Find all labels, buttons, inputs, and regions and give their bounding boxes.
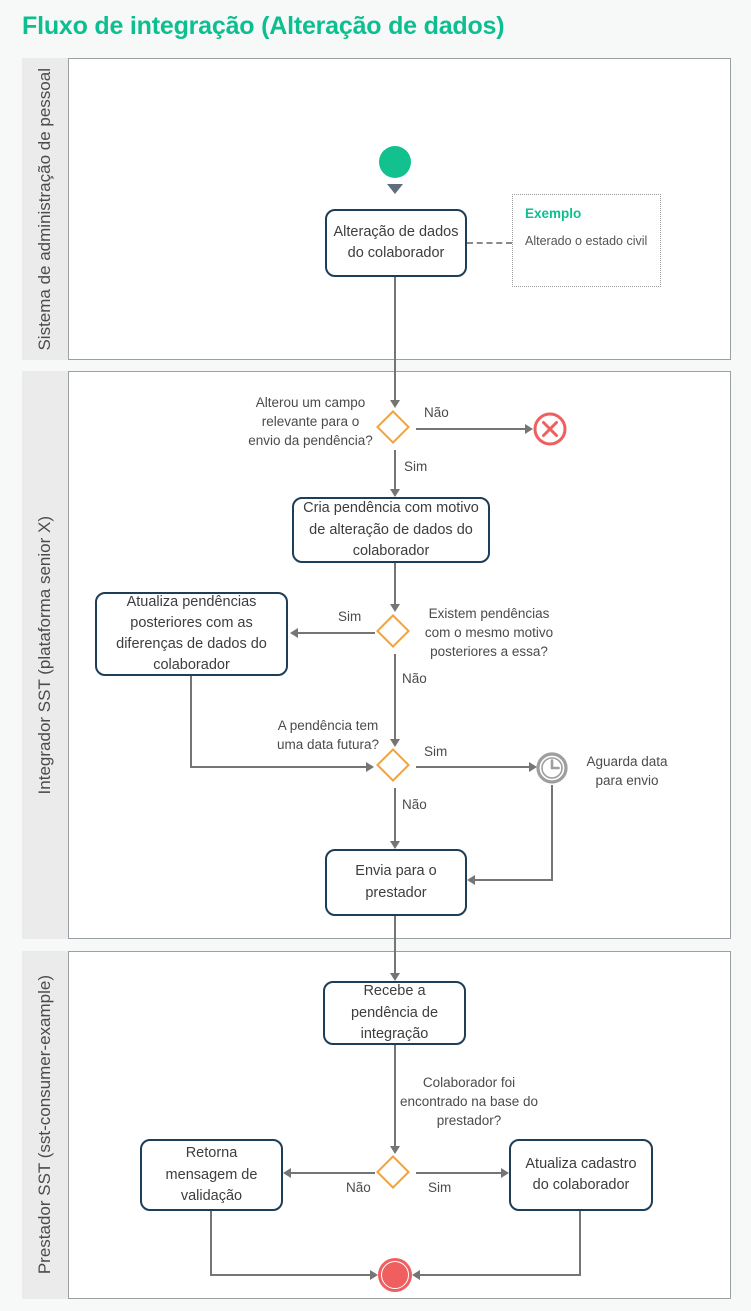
- task-recebe-pendencia: Recebe a pendência de integração: [323, 981, 466, 1045]
- page-title: Fluxo de integração (Alteração de dados): [22, 12, 505, 40]
- arrowhead: [390, 841, 400, 849]
- end-event-icon: [378, 1258, 412, 1292]
- note-body: Alterado o estado civil: [525, 234, 648, 248]
- edge-label-nao: Não: [402, 797, 427, 812]
- terminate-event-icon: [532, 411, 568, 452]
- arrowhead: [283, 1168, 291, 1178]
- timer-event-icon: [535, 751, 569, 790]
- arrowhead: [390, 489, 400, 497]
- arrowhead: [390, 604, 400, 612]
- note-connector-line: [467, 242, 512, 244]
- flow-line: [394, 654, 396, 739]
- decision-label-data-futura: A pendência tem uma data futura?: [276, 718, 380, 752]
- edge-label-sim: Sim: [428, 1180, 452, 1195]
- start-event-icon: [379, 146, 411, 178]
- flow-line: [291, 1172, 375, 1174]
- decision-label-campo-relevante: Alterou um campo relevante para o envio …: [248, 395, 373, 448]
- task-retorna-mensagem: Retorna mensagem de validação: [140, 1139, 283, 1211]
- task-envia-prestador: Envia para o prestador: [325, 849, 467, 916]
- timer-label: Aguarda data para envio: [586, 754, 668, 788]
- flow-line: [394, 1045, 396, 1146]
- edge-label-nao: Não: [402, 671, 427, 686]
- flow-line: [416, 766, 529, 768]
- note-title: Exemplo: [525, 206, 582, 221]
- task-atualiza-pendencias: Atualiza pendências posteriores com as d…: [95, 592, 288, 676]
- flow-line: [190, 766, 366, 768]
- arrowhead: [529, 762, 537, 772]
- edge-label-sim: Sim: [338, 609, 362, 624]
- arrowhead: [412, 1270, 420, 1280]
- arrowhead: [467, 875, 475, 885]
- arrowhead: [390, 973, 400, 981]
- lane-label: Sistema de administração de pessoal: [35, 67, 55, 351]
- lane-strip: Sistema de administração de pessoal: [22, 58, 68, 360]
- decision-label-colaborador-encontrado: Colaborador foi encontrado na base do pr…: [399, 1075, 539, 1128]
- flow-line: [579, 1211, 581, 1275]
- flow-line: [394, 563, 396, 604]
- arrowhead: [501, 1168, 509, 1178]
- task-atualiza-cadastro: Atualiza cadastro do colaborador: [509, 1139, 653, 1211]
- flow-line: [190, 676, 192, 768]
- flow-line: [298, 632, 375, 634]
- arrowhead: [390, 1146, 400, 1154]
- task-cria-pendencia: Cria pendência com motivo de alteração d…: [292, 497, 490, 563]
- flow-line: [210, 1211, 212, 1275]
- edge-label-nao: Não: [424, 405, 449, 420]
- flow-line: [394, 450, 396, 489]
- arrowhead: [370, 1270, 378, 1280]
- flow-line: [394, 788, 396, 841]
- arrowhead: [366, 762, 374, 772]
- arrowhead: [390, 400, 400, 408]
- arrowhead: [525, 424, 533, 434]
- edge-label-nao: Não: [346, 1180, 371, 1195]
- arrowhead: [290, 628, 298, 638]
- note-exemplo: Exemplo Alterado o estado civil: [512, 194, 661, 287]
- lane-label: Prestador SST (sst-consumer-example): [35, 975, 55, 1275]
- task-alteracao-dados: Alteração de dados do colaborador: [325, 209, 467, 277]
- flow-line: [394, 916, 396, 973]
- flow-line: [551, 785, 553, 881]
- lane-label: Integrador SST (plataforma senior X): [35, 515, 55, 795]
- decision-label-pendencias-posteriores: Existem pendências com o mesmo motivo po…: [424, 606, 554, 659]
- flow-line: [210, 1274, 370, 1276]
- arrowhead: [387, 184, 403, 194]
- lane-strip: Prestador SST (sst-consumer-example): [22, 951, 68, 1299]
- flow-line: [416, 428, 528, 430]
- flow-line: [420, 1274, 581, 1276]
- flow-line: [394, 277, 396, 400]
- edge-label-sim: Sim: [404, 459, 428, 474]
- edge-label-sim: Sim: [424, 744, 448, 759]
- flow-line: [475, 879, 553, 881]
- flow-line: [416, 1172, 501, 1174]
- arrowhead: [390, 739, 400, 747]
- lane-strip: Integrador SST (plataforma senior X): [22, 371, 68, 939]
